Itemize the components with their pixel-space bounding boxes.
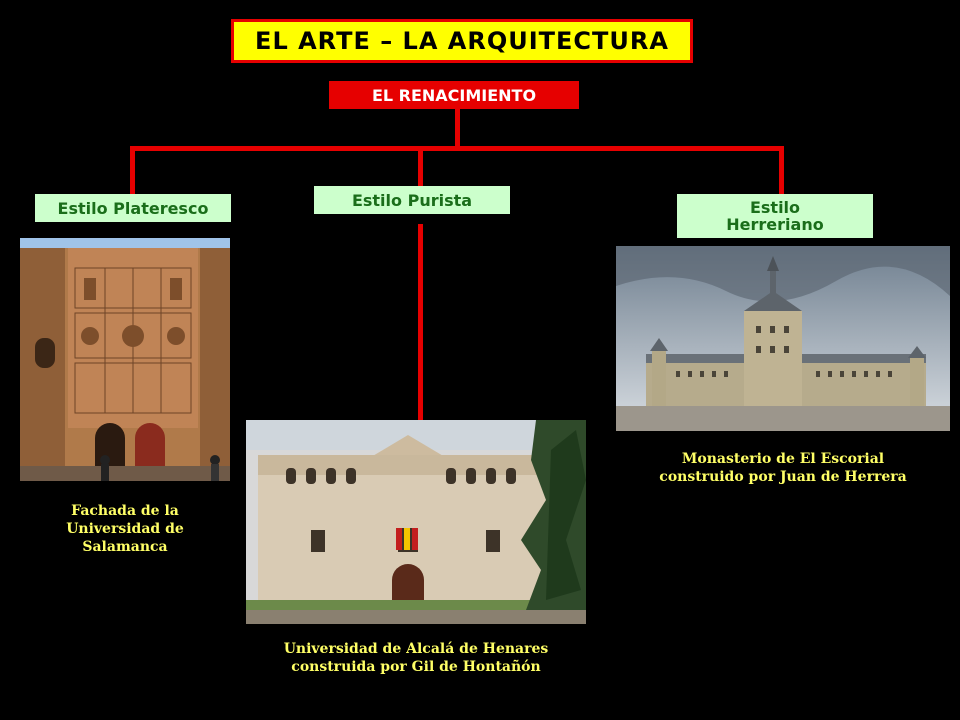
caption-alcala-line-2: construida por Gil de Hontañón <box>291 659 541 675</box>
style-plateresco-label: Estilo Plateresco <box>57 198 209 218</box>
style-herreriano-label-line-2: Herreriano <box>726 215 824 234</box>
caption-salamanca-line-2: Universidad de <box>66 521 184 537</box>
caption-alcala-line-1: Universidad de Alcalá de Henares <box>283 641 549 657</box>
connector-trunk <box>455 109 460 148</box>
caption-escorial-line-2: construido por Juan de Herrera <box>659 469 907 485</box>
photo-el-escorial <box>616 246 950 431</box>
caption-escorial: Monasterio de El Escorial construido por… <box>616 450 950 486</box>
diagram-title: EL ARTE – LA ARQUITECTURA <box>231 19 693 63</box>
connector-left-drop <box>130 146 135 194</box>
style-herreriano-box: Estilo Herreriano <box>677 194 873 238</box>
connector-center-drop <box>418 146 423 186</box>
connector-right-drop <box>779 146 784 194</box>
photo-alcala-university <box>246 420 586 624</box>
caption-salamanca: Fachada de la Universidad de Salamanca <box>20 502 230 556</box>
style-herreriano-label-line-1: Estilo <box>749 198 801 217</box>
caption-alcala: Universidad de Alcalá de Henares constru… <box>226 640 606 676</box>
caption-escorial-line-1: Monasterio de El Escorial <box>681 451 885 467</box>
style-plateresco-box: Estilo Plateresco <box>35 194 231 222</box>
connector-center-to-photo <box>418 224 423 420</box>
connector-horizontal <box>130 146 784 151</box>
style-purista-label: Estilo Purista <box>351 190 473 210</box>
caption-salamanca-line-3: Salamanca <box>82 539 168 555</box>
caption-salamanca-line-1: Fachada de la <box>71 503 179 519</box>
style-purista-box: Estilo Purista <box>314 186 510 214</box>
photo-salamanca-facade <box>20 238 230 481</box>
period-node: EL RENACIMIENTO <box>329 81 579 109</box>
